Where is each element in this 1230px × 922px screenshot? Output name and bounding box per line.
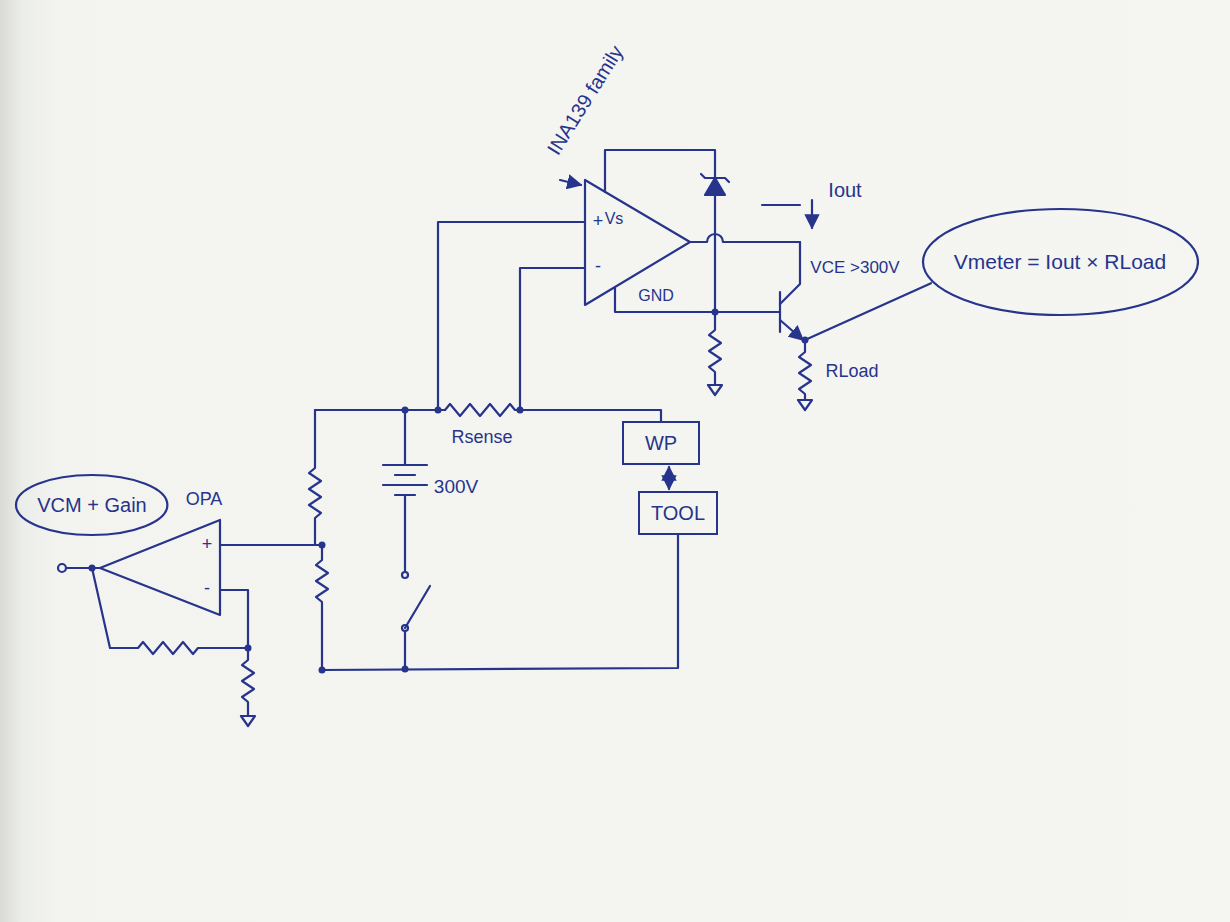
resistor-symbol bbox=[92, 568, 248, 654]
zener-symbol bbox=[705, 178, 725, 195]
part-name: RLoad bbox=[825, 362, 878, 382]
ground-symbol bbox=[241, 716, 255, 726]
wire bbox=[520, 410, 661, 421]
part-name: Rsense bbox=[451, 428, 512, 448]
wire bbox=[714, 195, 716, 312]
resistor-symbol bbox=[242, 648, 254, 716]
ellipse-outline bbox=[16, 475, 167, 535]
leader-line bbox=[560, 180, 581, 185]
junction-dot bbox=[402, 407, 409, 414]
node-text: Vmeter = Iout × RLoad bbox=[954, 250, 1166, 274]
battery-symbol bbox=[383, 410, 427, 572]
input-wire bbox=[520, 268, 585, 410]
wire bbox=[322, 535, 678, 670]
junction-dot bbox=[402, 666, 409, 673]
ground-symbol bbox=[708, 385, 722, 395]
junction-dot bbox=[89, 565, 96, 572]
junction-dot bbox=[319, 542, 326, 549]
input-wire bbox=[438, 222, 585, 410]
switch-symbol bbox=[402, 572, 408, 578]
ellipse-outline bbox=[923, 209, 1198, 315]
pin-name: GND bbox=[638, 287, 674, 305]
pin-name: + bbox=[202, 535, 213, 555]
resistor-symbol bbox=[445, 404, 520, 416]
junction-dot bbox=[517, 407, 524, 414]
pin-name: - bbox=[595, 257, 601, 277]
supply-wire bbox=[605, 150, 715, 192]
switch-symbol bbox=[405, 586, 430, 669]
pin-name: Vs bbox=[605, 210, 624, 228]
output-wire bbox=[690, 234, 800, 242]
part-name: OPA bbox=[186, 490, 223, 510]
transistor-symbol bbox=[780, 242, 800, 304]
node-text: VCM + Gain bbox=[37, 494, 146, 517]
zener-symbol bbox=[701, 174, 729, 182]
component-box: TOOL bbox=[638, 491, 718, 535]
wire bbox=[805, 283, 931, 340]
junction-dot bbox=[245, 645, 252, 652]
transistor-symbol bbox=[779, 292, 781, 332]
junction-dot bbox=[712, 309, 719, 316]
resistor-symbol bbox=[309, 410, 322, 545]
pin-name: - bbox=[204, 579, 210, 599]
double-arrow bbox=[668, 467, 670, 489]
junction-dot bbox=[802, 337, 809, 344]
pin-name: + bbox=[593, 212, 604, 232]
input-wire bbox=[220, 544, 322, 546]
resistor-symbol bbox=[709, 312, 721, 385]
component-box: WP bbox=[622, 421, 700, 465]
wire bbox=[315, 409, 445, 411]
wire bbox=[762, 204, 800, 206]
junction-dot bbox=[319, 667, 326, 674]
junction-dot bbox=[435, 407, 442, 414]
terminal-symbol bbox=[58, 564, 66, 572]
part-name: INA139 family bbox=[543, 41, 628, 158]
voltage-value: 300V bbox=[434, 477, 478, 498]
node-text: TOOL bbox=[651, 502, 705, 525]
ground-wire bbox=[615, 288, 780, 312]
amplifier-symbol bbox=[585, 180, 690, 305]
annotation-ellipse: VCM + Gain bbox=[14, 473, 169, 537]
resistor-symbol bbox=[799, 340, 811, 400]
signal-name: Iout bbox=[828, 179, 861, 201]
annotation-ellipse: Vmeter = Iout × RLoad bbox=[921, 207, 1200, 317]
transistor-symbol bbox=[780, 320, 803, 340]
current-arrow bbox=[811, 200, 813, 228]
ground-symbol bbox=[798, 400, 812, 410]
input-wire bbox=[220, 590, 248, 648]
resistor-symbol bbox=[316, 545, 328, 670]
rating-note: VCE >300V bbox=[810, 259, 899, 278]
node-text: WP bbox=[645, 432, 677, 455]
